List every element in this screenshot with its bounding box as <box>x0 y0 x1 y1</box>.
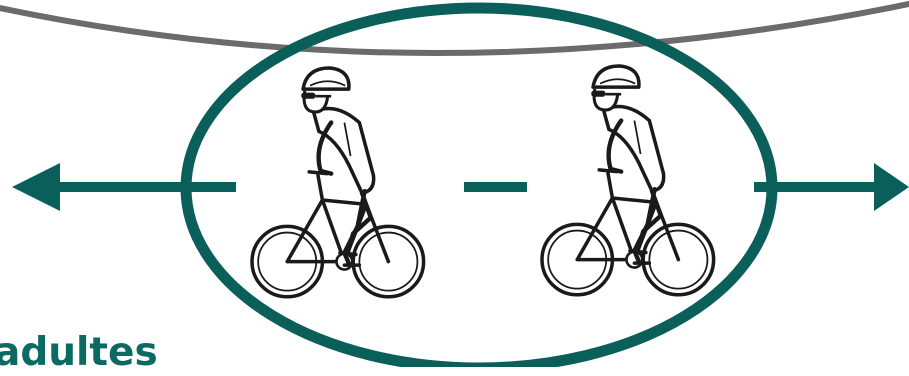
diagram-foreground <box>0 0 909 367</box>
arrow-left-icon <box>12 163 236 211</box>
diagram-canvas: adultes <box>0 0 909 367</box>
cyclist-icon <box>542 66 714 295</box>
arrow-right-icon <box>754 163 909 211</box>
caption-label: adultes <box>0 330 158 376</box>
cyclist-icon <box>252 68 424 297</box>
